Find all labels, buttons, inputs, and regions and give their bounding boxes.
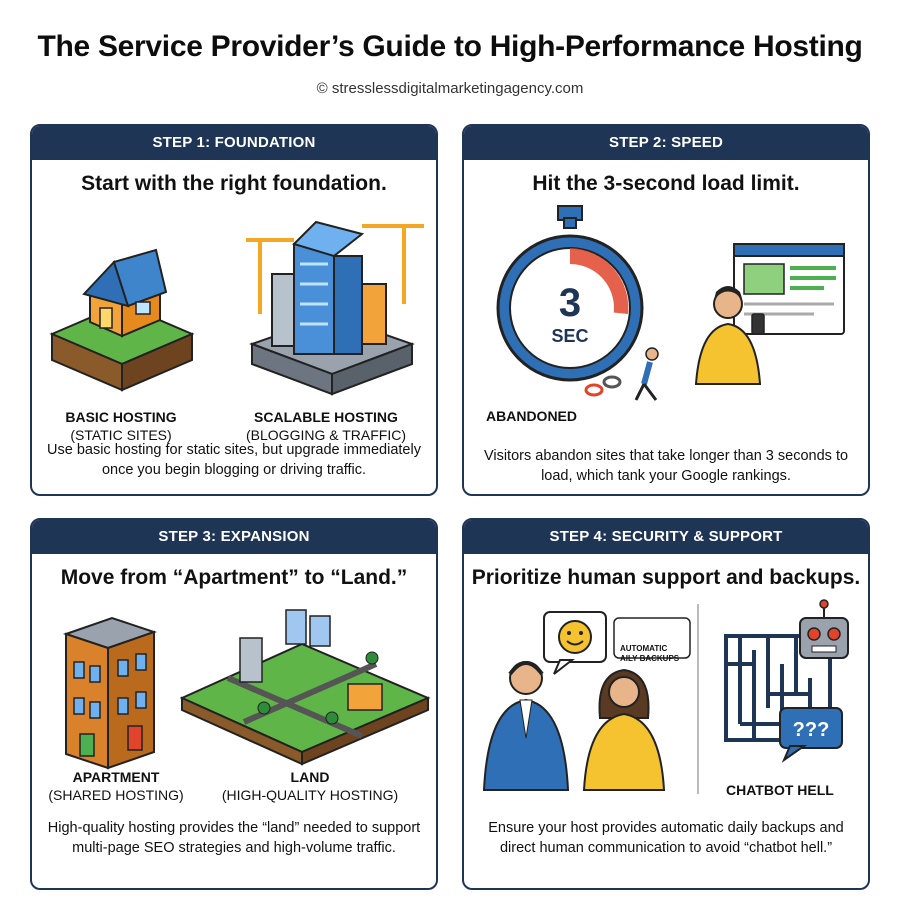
smiley-bubble-icon	[543, 611, 691, 675]
step-label: STEP 4: SECURITY & SUPPORT	[464, 520, 868, 554]
apartment-building-icon	[62, 616, 158, 770]
support-agent-icon	[482, 661, 570, 791]
person-with-phone-icon	[694, 286, 765, 385]
chatbot-hell-label: CHATBOT HELL	[726, 782, 834, 798]
bubble-text-line1: AUTOMATIC	[620, 644, 668, 653]
step-heading: Hit the 3-second load limit.	[532, 172, 800, 195]
speed-illustration: 3 SEC	[464, 204, 868, 404]
walking-person-icon	[634, 347, 659, 401]
abandoned-label: ABANDONED	[486, 408, 577, 424]
expansion-illustration	[32, 598, 436, 798]
step-heading: Start with the right foundation.	[81, 172, 387, 195]
page-title: The Service Provider’s Guide to High-Per…	[37, 30, 863, 63]
question-marks: ???	[793, 719, 830, 741]
step-label: STEP 3: EXPANSION	[32, 520, 436, 554]
basic-hosting-caption: BASIC HOSTING (STATIC SITES)	[65, 409, 177, 443]
step-description: Visitors abandon sites that take longer …	[483, 448, 849, 484]
step-card-speed: STEP 2: SPEED Hit the 3-second load limi…	[462, 124, 870, 496]
apartment-caption: APARTMENT (SHARED HOSTING)	[48, 769, 184, 803]
scalable-hosting-caption: SCALABLE HOSTING (BLOGGING & TRAFFIC)	[246, 409, 406, 443]
bubble-text-line2: AILY BACKUPS	[620, 654, 680, 663]
step-label: STEP 2: SPEED	[464, 126, 868, 160]
timer-number: 3	[559, 281, 581, 325]
customer-woman-icon	[582, 668, 666, 791]
step-card-expansion: STEP 3: EXPANSION Move from “Apartment” …	[30, 518, 438, 890]
foundation-illustration	[32, 204, 436, 404]
step-description: High-quality hosting provides the “land”…	[47, 820, 421, 856]
skyscraper-icon	[246, 220, 424, 396]
step-heading: Prioritize human support and backups.	[471, 566, 861, 589]
land-caption: LAND (HIGH-QUALITY HOSTING)	[221, 769, 399, 803]
support-illustration: ???	[464, 598, 868, 798]
step-description: Use basic hosting for static sites, but …	[47, 442, 421, 478]
city-land-icon	[179, 609, 431, 766]
timer-unit: SEC	[551, 326, 588, 346]
browser-window-icon	[733, 243, 845, 335]
robot-icon	[799, 599, 849, 659]
step-label: STEP 1: FOUNDATION	[32, 126, 436, 160]
step-heading: Move from “Apartment” to “Land.”	[60, 566, 408, 589]
step-description: Ensure your host provides automatic dail…	[488, 820, 844, 856]
step-card-foundation: STEP 1: FOUNDATION Start with the right …	[30, 124, 438, 496]
broken-chain-icon	[584, 375, 622, 397]
stopwatch-icon: 3 SEC	[496, 205, 644, 382]
house-icon	[49, 248, 195, 392]
question-bubble-icon: ???	[779, 707, 843, 763]
step-card-security-support: STEP 4: SECURITY & SUPPORT Prioritize hu…	[462, 518, 870, 890]
page-credit: © stresslessdigitalmarketingagency.com	[316, 80, 584, 97]
